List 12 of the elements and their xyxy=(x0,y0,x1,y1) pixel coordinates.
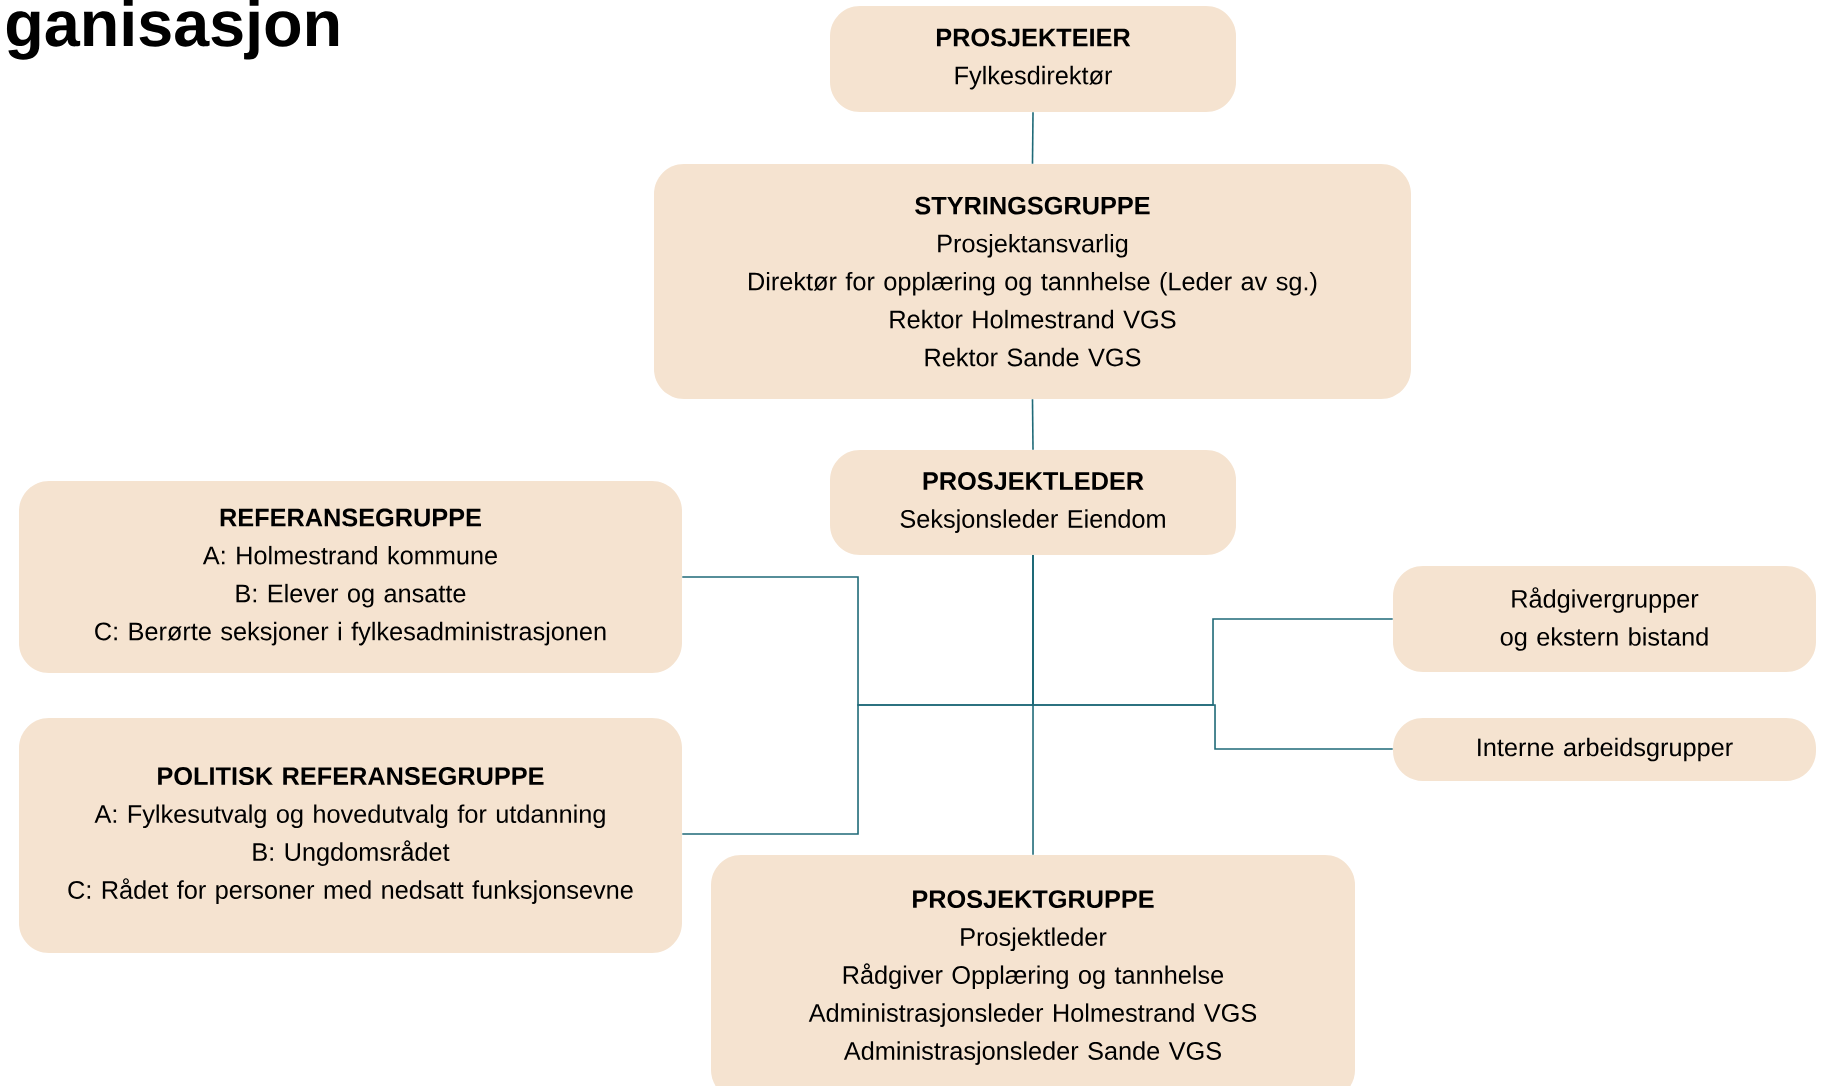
org-chart-box: PROSJEKTEIER Fylkesdirektør xyxy=(830,6,1236,112)
org-chart-box: POLITISK REFERANSEGRUPPE A: Fylkesutvalg og hovedutvalg for utdanning B: Ungdomsrådet C: Rådet for personer med nedsatt funksjonsevne xyxy=(19,718,682,954)
connector-line xyxy=(1031,398,1034,451)
org-chart-box: Interne arbeidsgrupper xyxy=(1393,718,1816,782)
org-chart-box: PROSJEKTLEDER Seksjonsleder Eiendom xyxy=(830,450,1236,555)
connector-line xyxy=(1031,111,1034,165)
org-chart-box: PROSJEKTGRUPPE Prosjektleder Rådgiver Opplæring og tannhelse Administrasjonsleder Holmestrand VGS Administrasjonsleder Sande VGS xyxy=(711,855,1355,1086)
org-chart-box: REFERANSEGRUPPE A: Holmestrand kommune B: Elever og ansatte C: Berørte seksjoner i fylkesadministrasjonen xyxy=(19,481,682,673)
connector-line xyxy=(1032,554,1034,856)
org-chart-box: Rådgivergrupper og ekstern bistand xyxy=(1393,566,1816,672)
org-chart-box: STYRINGSGRUPPE Prosjektansvarlig Direktør for opplæring og tannhelse (Leder av sg.) Rektor Holmestrand VGS Rektor Sande VGS xyxy=(654,164,1411,400)
title: ganisasjon xyxy=(6,0,339,60)
